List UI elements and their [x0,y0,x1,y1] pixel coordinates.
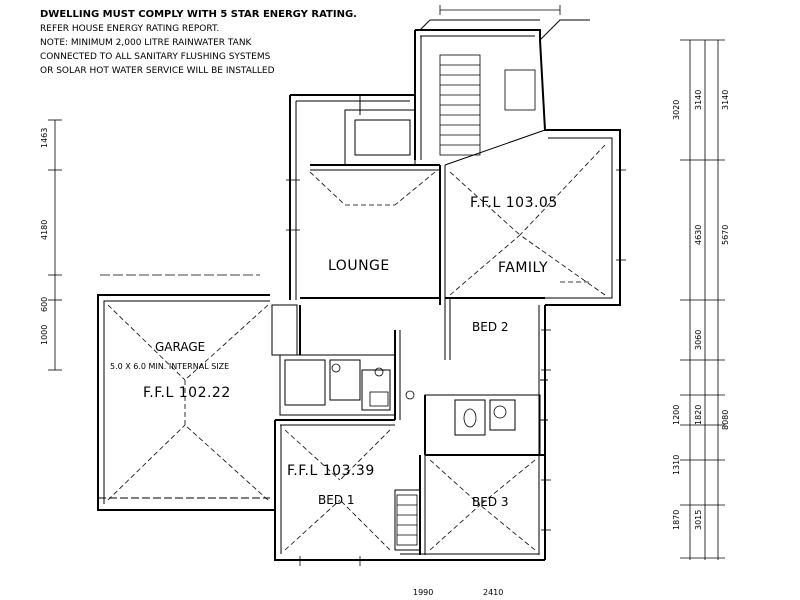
outer-walls [97,29,621,561]
dim-right-9: 8080 [721,409,730,430]
dim-right-1: 3020 [672,99,681,120]
notes-block: DWELLING MUST COMPLY WITH 5 STAR ENERGY … [40,8,400,78]
dimension-lines-right [680,39,725,560]
roof-hip-lines [107,144,606,551]
room-label-bed-1: BED 1 [318,493,355,507]
dim-right-8: 1200 [672,404,681,425]
dim-right-7: 1820 [694,404,703,425]
note-energy-rating: DWELLING MUST COMPLY WITH 5 STAR ENERGY … [40,9,357,20]
dimension-lines-top [439,5,561,15]
garage-internal-size: 5.0 X 6.0 MIN. INTERNAL SIZE [110,362,230,371]
dim-right-12: 3015 [694,509,703,530]
stair [396,54,536,546]
room-label-bed-2: BED 2 [472,320,509,334]
dim-right-11: 1870 [672,509,681,530]
dim-left-1: 1463 [40,127,49,148]
note-energy-report: REFER HOUSE ENERGY RATING REPORT. [40,24,220,34]
interior-walls [271,109,548,555]
room-label-family: FAMILY [498,260,549,276]
dim-right-2: 3140 [694,89,703,110]
dim-right-5: 5670 [721,224,730,245]
roof-outline [300,19,590,115]
note-rainwater-tank: NOTE: MINIMUM 2,000 LITRE RAINWATER TANK [40,38,252,48]
note-solar-hot-water: OR SOLAR HOT WATER SERVICE WILL BE INSTA… [40,66,275,76]
room-label-garage: GARAGE [155,340,206,354]
garage-floor-level: F.F.L 102.22 [143,385,231,401]
dim-left-2: 4180 [40,219,49,240]
fixtures [331,363,507,428]
dim-bottom-1: 1990 [413,588,434,597]
room-label-lounge: LOUNGE [328,258,390,274]
family-floor-level: F.F.L 103.05 [470,195,558,211]
window-marks [286,169,626,566]
dim-right-4: 4630 [694,224,703,245]
dimension-lines-left [48,119,62,371]
room-label-bed-3: BED 3 [472,495,509,509]
dim-right-3: 3140 [721,89,730,110]
dim-left-4: 1000 [40,324,49,345]
entry-floor-level: F.F.L 103.39 [287,463,375,479]
dim-left-3: 600 [40,296,49,312]
dim-right-6: 3060 [694,329,703,350]
dim-bottom-2: 2410 [483,588,504,597]
dim-right-10: 1310 [672,454,681,475]
note-flushing-systems: CONNECTED TO ALL SANITARY FLUSHING SYSTE… [40,52,271,62]
